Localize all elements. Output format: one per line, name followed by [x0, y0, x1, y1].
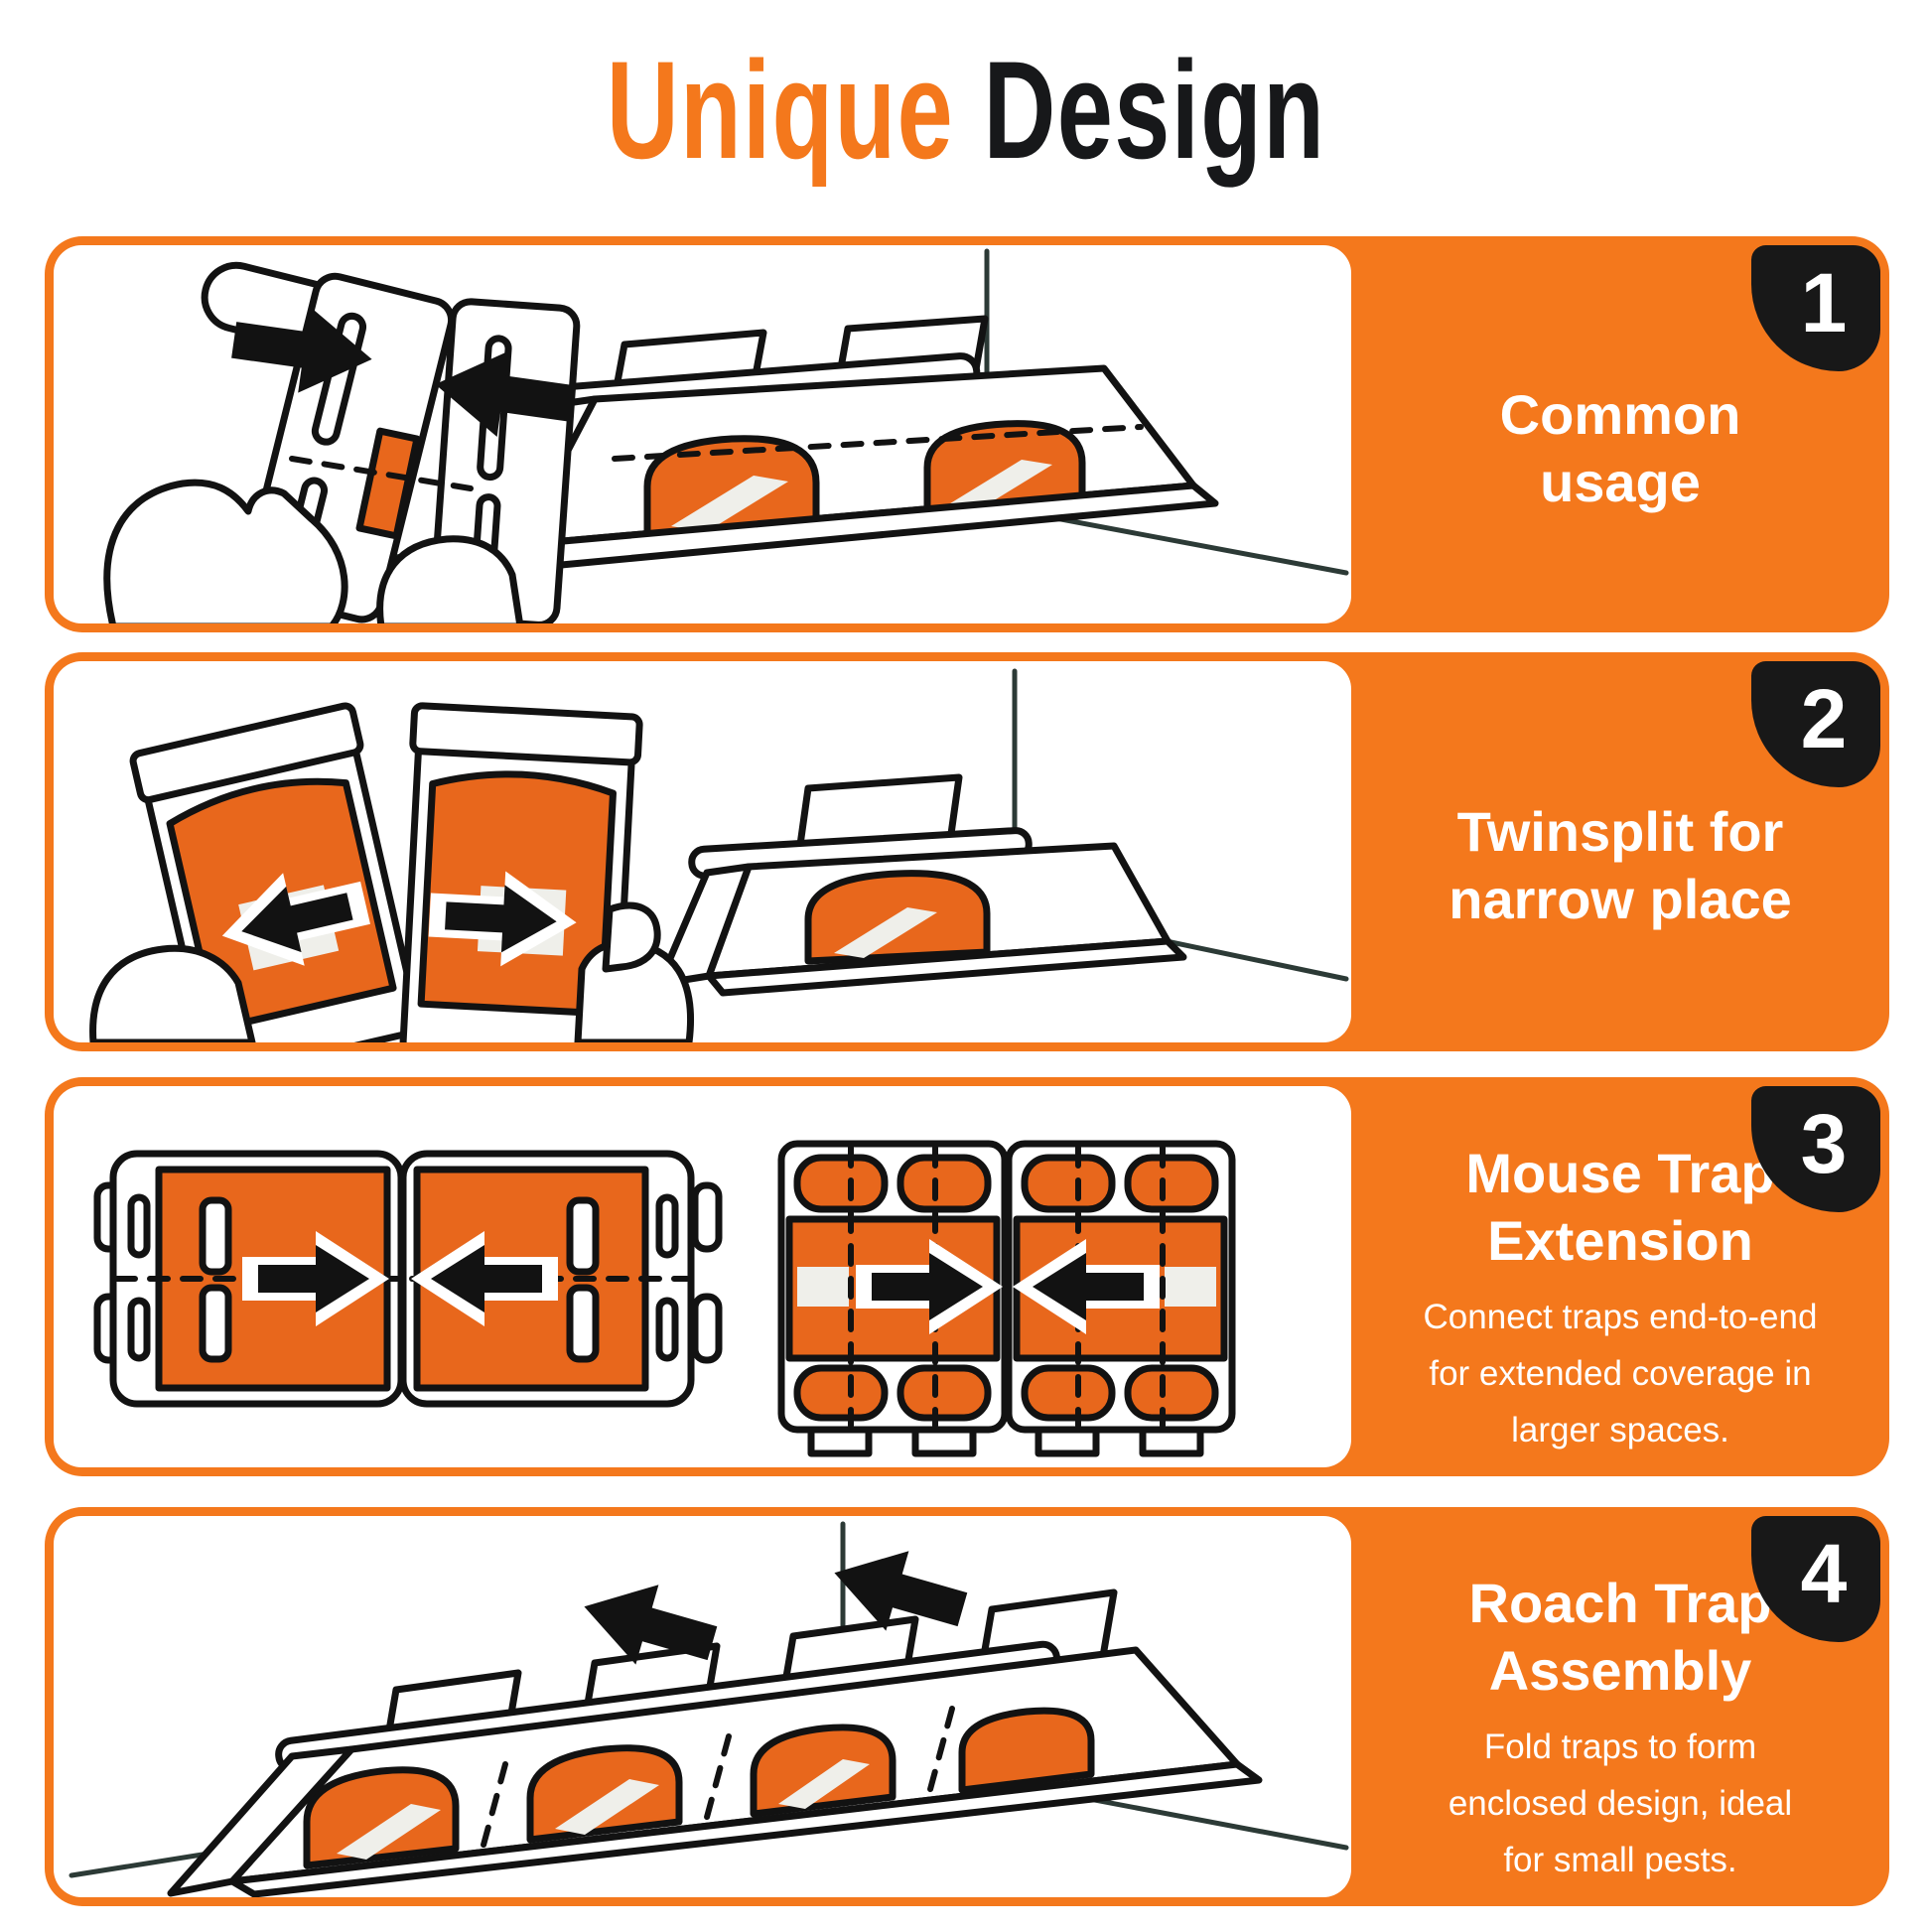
trap-extension-drawing — [93, 1140, 1236, 1457]
step-number-badge: 2 — [1751, 661, 1880, 787]
illustration-twinsplit — [54, 661, 1351, 1042]
hands-connecting-halves-drawing — [103, 261, 581, 623]
upright-traps-joined-drawing — [777, 1140, 1236, 1457]
long-tent-trap — [167, 1588, 1263, 1897]
title-accent-word: Unique — [606, 32, 955, 188]
flat-traps-joined-drawing — [93, 1150, 723, 1408]
arrow-left-icon — [435, 350, 576, 437]
long-tent-trap-drawing — [69, 1521, 1349, 1897]
twinsplit-drawing — [89, 668, 1349, 1042]
step-number-badge: 3 — [1751, 1086, 1880, 1212]
arrow-left-icon — [834, 1551, 968, 1631]
tent-trap-assembly-drawing — [103, 248, 1349, 623]
arrow-right-icon — [231, 307, 372, 393]
illustration-roach-trap-assembly — [54, 1516, 1351, 1897]
arrow-left-icon — [584, 1585, 718, 1665]
title-rest-word: Design — [983, 32, 1326, 188]
arrow-left-icon — [411, 1231, 558, 1326]
page-title: Unique Design — [0, 41, 1932, 180]
arrow-right-icon — [428, 871, 577, 967]
illustration-common-usage — [54, 245, 1351, 623]
illustration-mouse-trap-extension — [54, 1086, 1351, 1467]
half-trap-in-corner-drawing — [655, 773, 1187, 997]
arrow-left-icon — [1013, 1239, 1160, 1334]
arrow-right-icon — [242, 1231, 389, 1326]
step-number-badge: 1 — [1751, 245, 1880, 371]
arrow-left-icon — [221, 873, 370, 966]
hands-splitting-packs-drawing — [89, 702, 694, 1042]
arrow-right-icon — [856, 1239, 1003, 1334]
